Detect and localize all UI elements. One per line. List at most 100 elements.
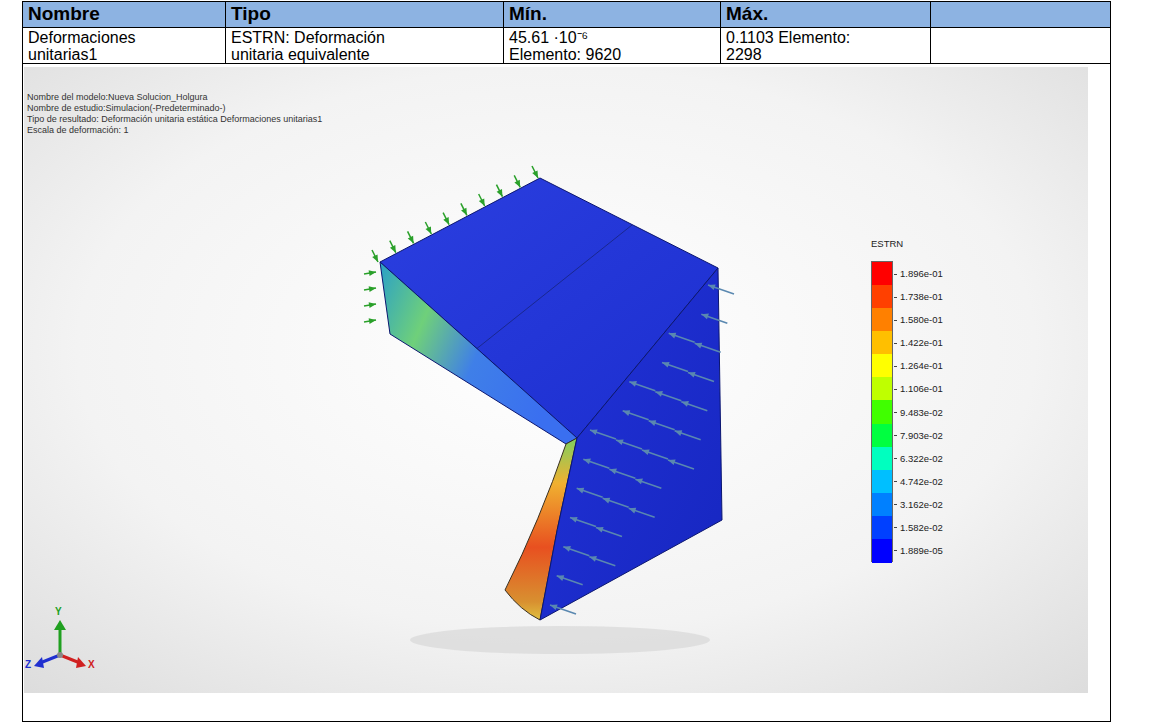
right-face	[540, 268, 722, 620]
colorbar-swatch	[872, 285, 892, 309]
colorbar-swatch	[872, 539, 892, 563]
colorbar-value: 1.889e-05	[900, 545, 943, 556]
legend-title: ESTRN	[871, 238, 903, 249]
arrow-head	[669, 333, 677, 339]
arrow-head	[655, 391, 663, 397]
viewport-background	[24, 67, 1088, 693]
header-cell: Tipo	[231, 3, 491, 25]
arrow-head	[479, 198, 485, 206]
colorbar-value: 3.162e-02	[900, 499, 943, 510]
arrow-line	[550, 605, 576, 614]
arrow-line	[675, 431, 701, 440]
colorbar-value: 9.483e-02	[900, 407, 943, 418]
header-cell: Mín.	[509, 3, 709, 25]
colorbar-swatch	[872, 262, 892, 286]
arrow-head	[583, 459, 591, 465]
colorbar-swatch	[872, 377, 892, 401]
arrow-head	[668, 459, 676, 465]
arrow-head	[708, 284, 716, 290]
arrow-line	[701, 314, 727, 323]
arrow-line	[514, 175, 520, 187]
colorbar-tick	[894, 366, 897, 367]
arrow-line	[649, 421, 675, 430]
arrow-head	[550, 604, 558, 610]
arrow-head	[688, 372, 696, 378]
arrow-line	[372, 250, 378, 262]
table-cell: ESTRN: Deformación unitaria equivalente	[231, 29, 436, 63]
colorbar-swatch	[872, 308, 892, 332]
arrow-head	[603, 498, 611, 504]
arrow-head	[369, 270, 376, 276]
arrow-head	[635, 479, 643, 485]
colorbar-tick	[894, 527, 897, 528]
colorbar-value: 1.896e-01	[900, 268, 943, 279]
arrow-head	[369, 286, 376, 292]
arrow-line	[623, 411, 649, 420]
arrow-head	[426, 226, 432, 234]
fixture-symbols	[364, 166, 538, 324]
arrow-head	[369, 302, 376, 308]
arrow-head	[681, 401, 689, 407]
arrow-line	[570, 518, 596, 527]
arrow-head	[563, 546, 571, 552]
table-cell: 0.1103 Elemento: 2298	[726, 29, 876, 63]
arrow-head	[408, 236, 414, 244]
arrow-head	[701, 314, 709, 320]
colorbar-tick	[894, 435, 897, 436]
arrow-line	[616, 440, 642, 449]
arrow-line	[532, 166, 538, 178]
colorbar-value: 1.106e-01	[900, 383, 943, 394]
arrow-line	[688, 373, 714, 382]
shadow	[410, 626, 710, 654]
colorbar-tick	[894, 458, 897, 459]
colorbar-swatch	[872, 447, 892, 471]
arrow-head	[589, 556, 597, 562]
arrow-line	[629, 382, 655, 391]
arrow-line	[603, 498, 629, 507]
arrow-head	[609, 469, 617, 475]
arrow-line	[461, 203, 467, 215]
arrow-head	[649, 420, 657, 426]
arrow-head	[443, 217, 449, 225]
front-face	[380, 262, 577, 444]
arrow-line	[681, 402, 707, 411]
arrow-head	[629, 508, 637, 514]
colorbar-value: 1.422e-01	[900, 337, 943, 348]
arrow-line	[583, 459, 609, 468]
axis-triad	[34, 620, 86, 668]
colorbar-value: 4.742e-02	[900, 476, 943, 487]
arrow-head	[497, 189, 503, 197]
arrow-line	[596, 528, 622, 537]
model-info: Nombre del modelo:Nueva Solucion_Holgura	[27, 92, 208, 102]
arrow-line	[390, 241, 396, 253]
axis-label: Y	[55, 606, 62, 617]
header-cell: Nombre	[28, 3, 218, 25]
arrow-line	[577, 488, 603, 497]
model-info: Escala de deformación: 1	[27, 125, 129, 135]
arrow-line	[589, 557, 615, 566]
arrow-head	[369, 318, 376, 324]
arrow-line	[708, 285, 734, 294]
colorbar-tick	[894, 320, 897, 321]
axis-label: Z	[25, 659, 31, 670]
colorbar-tick	[894, 274, 897, 275]
table-cell: Deformaciones unitarias1	[28, 29, 178, 63]
colorbar-swatch	[872, 516, 892, 540]
arrow-head	[390, 245, 396, 253]
colorbar-value: 1.738e-01	[900, 291, 943, 302]
colorbar-swatch	[872, 400, 892, 424]
colorbar-tick	[894, 297, 897, 298]
arrow-head	[577, 488, 585, 494]
colorbar-value: 7.903e-02	[900, 430, 943, 441]
colorbar-value: 1.264e-01	[900, 360, 943, 371]
arrow-head	[514, 180, 520, 188]
arrow-line	[695, 343, 721, 352]
arrow-line	[609, 469, 635, 478]
model-info: Nombre de estudio:Simulacion(-Predetermi…	[27, 103, 226, 113]
arrow-head	[623, 410, 631, 416]
colorbar-tick	[894, 481, 897, 482]
colorbar-frame	[872, 262, 893, 562]
arrow-head	[590, 429, 598, 435]
arrow-head	[642, 449, 650, 455]
arrow-head	[557, 575, 565, 581]
